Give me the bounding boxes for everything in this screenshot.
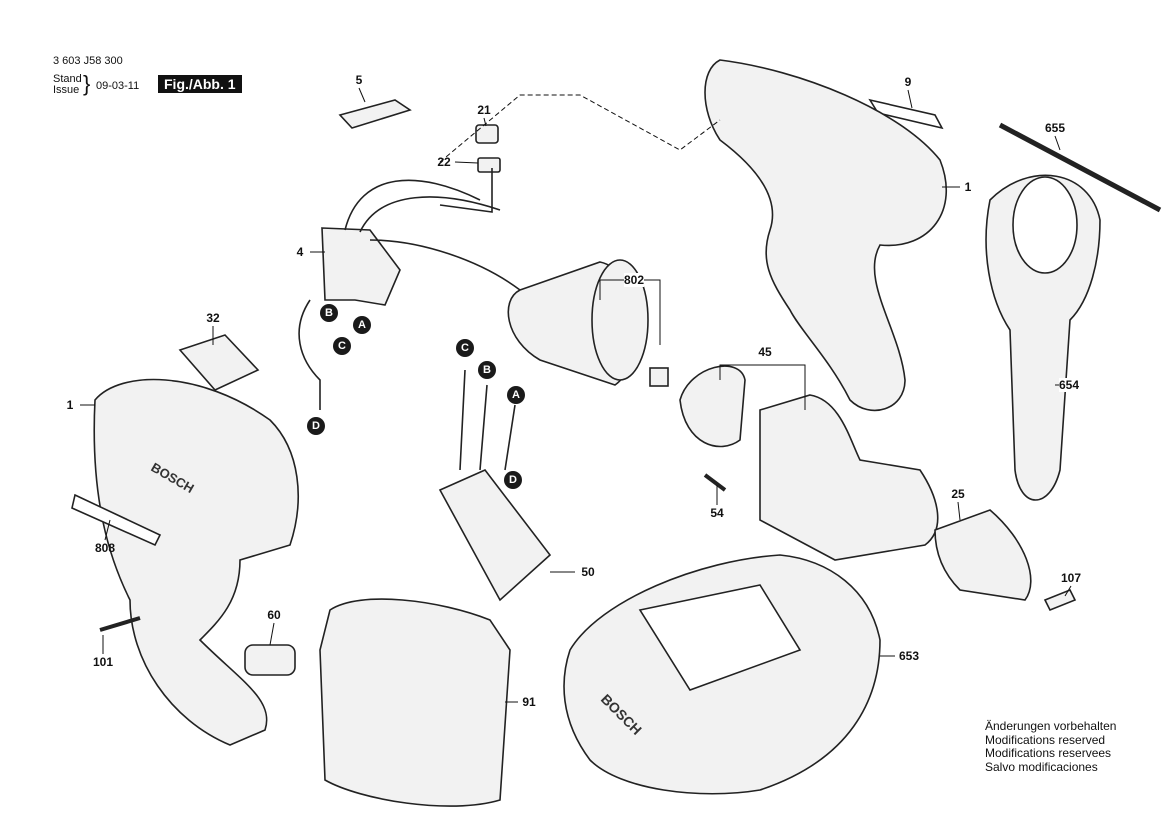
callout-808: 808 (94, 541, 116, 555)
part-32-button (178, 334, 260, 391)
notice-es: Salvo modificaciones (985, 759, 1098, 774)
switch-wires (298, 179, 521, 410)
callout-107: 107 (1060, 571, 1082, 585)
part-21 (475, 124, 499, 144)
board-wires (459, 369, 516, 471)
callout-101: 101 (92, 655, 114, 669)
callout-4: 4 (296, 245, 304, 259)
part-9-label (868, 98, 944, 130)
motor-pinion (649, 367, 669, 387)
callout-654: 654 (1058, 378, 1080, 392)
callout-802: 802 (623, 273, 645, 287)
callout-25: 25 (951, 487, 965, 501)
callout-60: 60 (267, 608, 281, 622)
connector-c-switch: C (333, 337, 351, 355)
callout-45: 45 (758, 345, 772, 359)
leader-lines (80, 87, 1072, 703)
part-91-battery (319, 598, 511, 807)
part-4-switch (321, 227, 401, 306)
callout-1-right: 1 (964, 180, 972, 194)
callout-21: 21 (477, 103, 491, 117)
connector-a-board: A (507, 386, 525, 404)
callout-32: 32 (206, 311, 220, 325)
part-54-screw (703, 473, 727, 492)
callout-50: 50 (581, 565, 595, 579)
part-1-housing-left (93, 378, 299, 746)
part-25-chuck (934, 509, 1032, 601)
part-1-housing-right (704, 59, 948, 412)
part-60-clip (244, 644, 296, 676)
part-22 (477, 157, 501, 173)
figure-label: Fig./Abb. 1 (158, 75, 242, 93)
part-5-cover (338, 99, 412, 129)
callout-91: 91 (522, 695, 536, 709)
callout-54: 54 (710, 506, 724, 520)
callout-5: 5 (355, 73, 363, 87)
part-655-depth-stop (998, 122, 1162, 213)
part-45-gearbox (759, 394, 939, 561)
callout-655: 655 (1044, 121, 1066, 135)
connector-d-board: D (504, 471, 522, 489)
stand-label: Stand (53, 73, 82, 85)
connector-b-switch: B (320, 304, 338, 322)
part-808-label (71, 493, 162, 547)
callout-9: 9 (904, 75, 912, 89)
part-654-handle (985, 174, 1101, 501)
connector-b-board: B (478, 361, 496, 379)
connector-a-switch: A (353, 316, 371, 334)
notice-fr: Modifications reservees (985, 746, 1112, 760)
part-45-ring (679, 365, 746, 448)
connector-c-board: C (456, 339, 474, 357)
callout-653: 653 (898, 649, 920, 663)
issue-label: Issue (53, 84, 80, 96)
connector-d-switch: D (307, 417, 325, 435)
part-101-screw (99, 616, 141, 632)
part-number: 3 603 J58 300 (53, 55, 123, 67)
notice-de: Änderungen vorbehalten (985, 719, 1117, 733)
callout-1-left: 1 (66, 398, 74, 412)
modifications-notice: Änderungen vorbehalten Modifications res… (985, 719, 1117, 774)
callout-22: 22 (437, 155, 451, 169)
issue-date: 09-03-11 (96, 80, 140, 92)
notice-en: Modifications reserved (985, 732, 1106, 747)
part-50-board (438, 469, 552, 602)
brace: } (83, 71, 91, 96)
part-107-screw (1043, 588, 1077, 612)
